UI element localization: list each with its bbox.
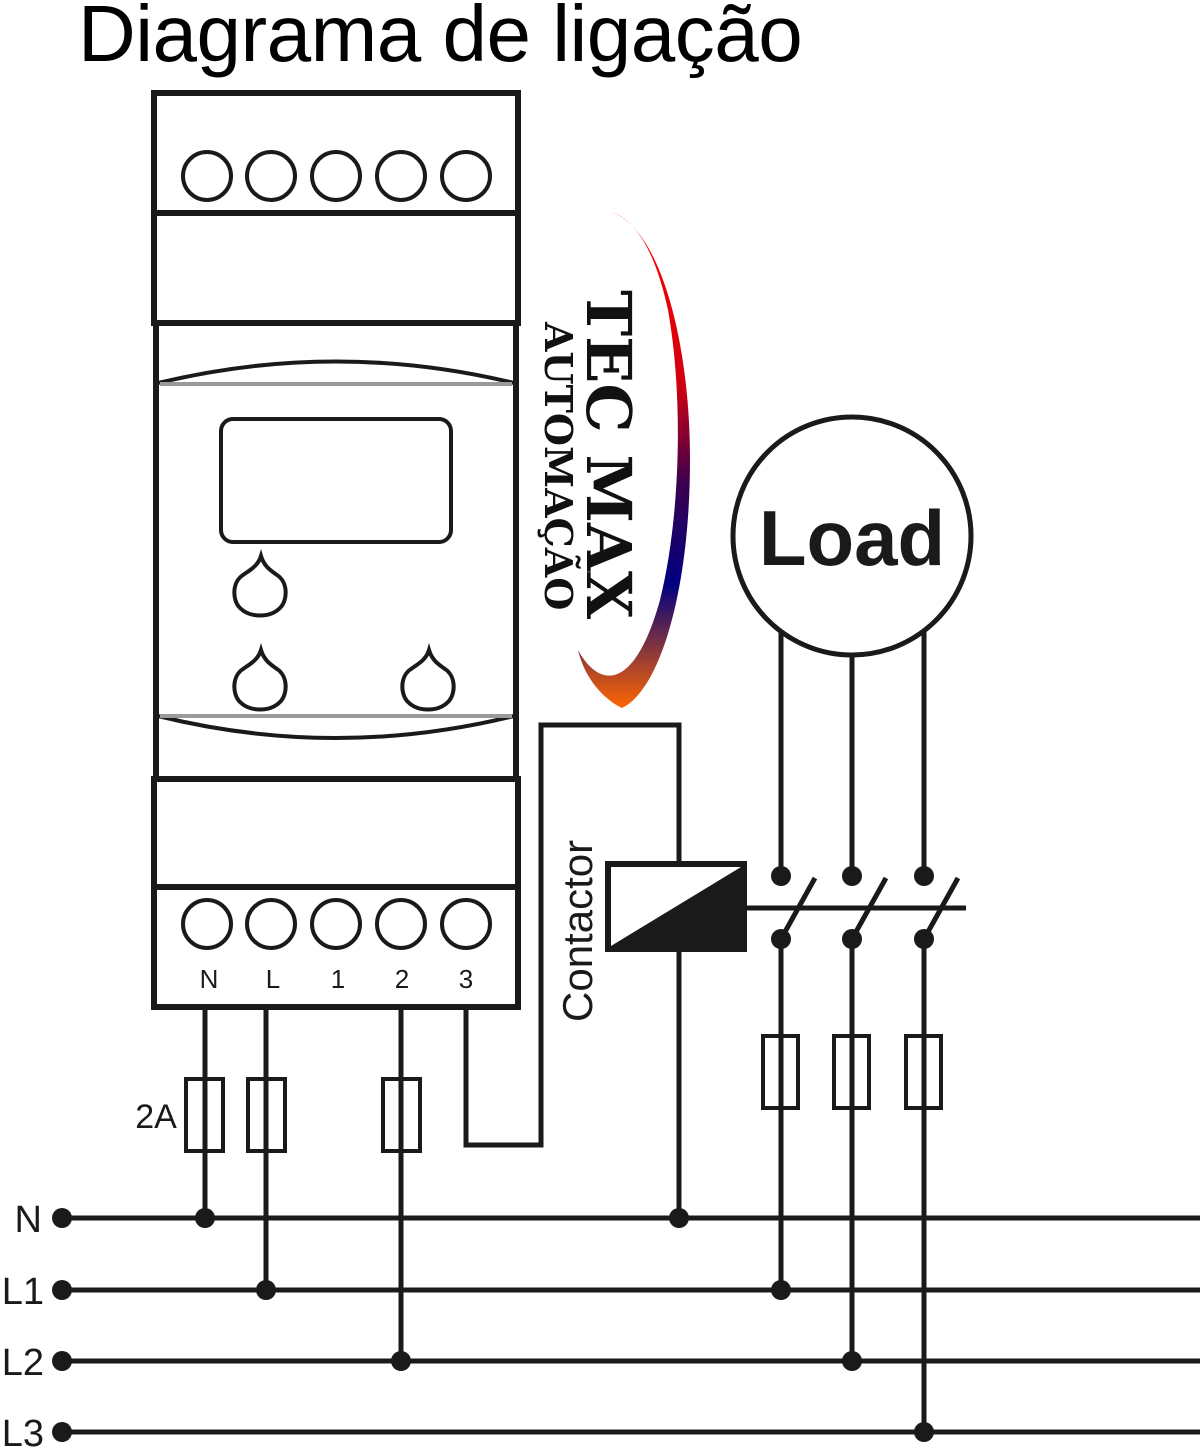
bus-label-L1: L1: [2, 1271, 44, 1313]
bus-label-N: N: [15, 1199, 42, 1241]
top-terminal-3: [310, 150, 362, 202]
fuse-rating-label: 2A: [135, 1098, 177, 1136]
bus-L3: L3: [2, 1413, 1200, 1448]
device-front-panel: [153, 320, 519, 782]
terminal-label-3: 3: [459, 964, 473, 994]
junction-L3-main: [914, 1422, 934, 1442]
timer-device: N L 1 2 3: [151, 90, 521, 1010]
terminal-1: [310, 898, 362, 950]
terminal-3: [440, 898, 492, 950]
bus-label-L3: L3: [2, 1413, 44, 1448]
device-wiring: [202, 722, 682, 1361]
page-title: Diagrama de ligação: [78, 0, 803, 78]
logo-subtitle: AUTOMAÇÃO: [536, 321, 581, 610]
device-top-housing: [151, 90, 521, 326]
top-terminal-5: [440, 150, 492, 202]
wire-3-to-coil: [463, 722, 682, 1148]
terminal-label-2: 2: [395, 964, 409, 994]
device-bottom-housing: [151, 776, 521, 1010]
junction-L1-device: [256, 1280, 276, 1300]
bus-N: N: [15, 1199, 1200, 1241]
contactor-coil-fill: [611, 867, 741, 946]
bus-L2: L2: [2, 1342, 1200, 1384]
panel-top-curve: [157, 359, 515, 385]
bottom-terminals: [181, 898, 492, 950]
junction-L1-main: [771, 1280, 791, 1300]
panel-bottom-curve: [157, 714, 515, 740]
contactor-label: Contactor: [554, 840, 601, 1022]
bus-label-L2: L2: [2, 1342, 44, 1384]
display-screen: [219, 417, 453, 544]
watermark-logo: TEC MAX AUTOMAÇÃO: [536, 212, 690, 708]
load: Load: [730, 414, 974, 876]
terminal-label-L: L: [266, 964, 280, 994]
button-lower-left[interactable]: [232, 643, 288, 712]
junction-N-coil: [669, 1208, 689, 1228]
terminal-2: [375, 898, 427, 950]
device-fuses: 2A: [135, 1077, 422, 1153]
logo-brand: TEC MAX: [572, 290, 645, 620]
load-label: Load: [759, 494, 945, 582]
terminal-N: [181, 898, 233, 950]
button-upper-left[interactable]: [232, 549, 288, 618]
bus-lines: N L1 L2 L3: [2, 1199, 1200, 1448]
terminal-L: [245, 898, 297, 950]
terminal-label-1: 1: [331, 964, 345, 994]
contactor: Contactor: [554, 840, 966, 1022]
button-lower-right[interactable]: [400, 643, 456, 712]
terminal-label-N: N: [200, 964, 219, 994]
top-terminal-2: [245, 150, 297, 202]
top-terminals: [181, 150, 492, 202]
top-terminal-4: [375, 150, 427, 202]
junction-N-device: [195, 1208, 215, 1228]
junction-L2-main: [842, 1351, 862, 1371]
junction-L2-device: [391, 1351, 411, 1371]
bus-L1: L1: [2, 1271, 1200, 1313]
top-terminal-1: [181, 150, 233, 202]
